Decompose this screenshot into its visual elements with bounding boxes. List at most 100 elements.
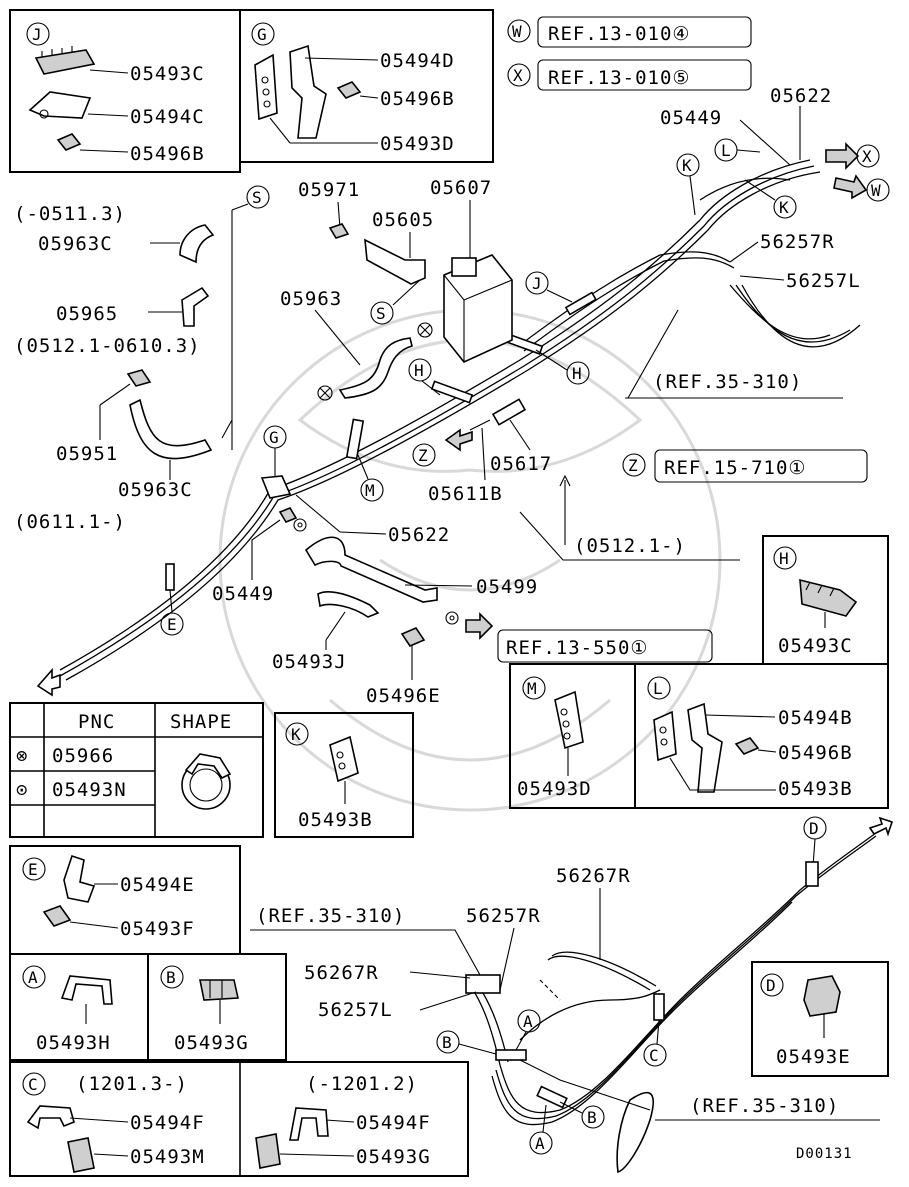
part-number-label: 05493C bbox=[130, 63, 205, 85]
callout-letter: B bbox=[442, 1033, 452, 1052]
detail-box-d: D 05493E bbox=[751, 961, 889, 1077]
part-number-label: 05617 bbox=[490, 453, 552, 475]
date-range-label: (1201.3-) bbox=[76, 1073, 188, 1095]
part-number-label: 56257R bbox=[760, 231, 835, 253]
reference-label: REF.15-710① bbox=[664, 457, 806, 479]
part-number-label: 56257L bbox=[786, 270, 861, 292]
table-cell: SHAPE bbox=[170, 711, 232, 733]
part-number-label: 05499 bbox=[476, 576, 538, 598]
part-number-label: 05494B bbox=[778, 707, 853, 729]
table-cell: 05966 bbox=[52, 745, 114, 767]
fuel-line-lower bbox=[465, 816, 894, 1174]
lower-clamp-markers: D C A B B A bbox=[436, 816, 827, 1155]
detail-box-l: L 05494B 05496B 05493B bbox=[634, 663, 889, 809]
date-range-label: (0512.1-0610.3) bbox=[14, 335, 201, 357]
callout-letter: J bbox=[532, 274, 542, 293]
marker-x-arrow: X bbox=[856, 144, 880, 168]
part-number-label: 05963C bbox=[38, 233, 113, 255]
group-clip-g: G (0611.1-) 05622 05449 bbox=[14, 425, 450, 605]
part-number-label: 05493H bbox=[36, 1032, 111, 1054]
part-number-label: 05971 bbox=[298, 179, 360, 201]
callout-letter: X bbox=[862, 147, 872, 166]
detail-box-k: K 05493B bbox=[274, 712, 414, 838]
part-number-label: 05622 bbox=[770, 85, 832, 107]
part-number-label: 05494D bbox=[380, 50, 455, 72]
part-number-label: 05494E bbox=[120, 874, 195, 896]
part-number-label: 05622 bbox=[388, 524, 450, 546]
part-number-label: H bbox=[779, 549, 789, 568]
part-number-label: K bbox=[291, 725, 301, 744]
hose-assembly-s: S (-0511.3) 05963C 05965 (0512.1-0610.3)… bbox=[14, 185, 270, 501]
canister-05607: 05607 bbox=[417, 177, 513, 363]
box-letter: J bbox=[32, 25, 42, 44]
part-number-label: 05494C bbox=[130, 106, 205, 128]
callout-letter: Z bbox=[418, 446, 428, 465]
marker-w-arrow: W bbox=[866, 178, 890, 202]
callout-letter: M bbox=[365, 481, 375, 500]
detail-box-a: A 05493H bbox=[9, 953, 149, 1061]
part-number-label: 05449 bbox=[212, 583, 274, 605]
part-number-label: D bbox=[766, 976, 776, 995]
part-number-label: 05493F bbox=[120, 918, 195, 940]
clip-e-marker: E bbox=[160, 563, 184, 636]
part-number-label: G bbox=[257, 25, 267, 44]
part-number-label: 05493G bbox=[174, 1032, 249, 1054]
detail-box-m: M 05493D bbox=[509, 663, 636, 809]
callout-letter: S bbox=[376, 304, 386, 323]
part-number-label: 05493G bbox=[356, 1146, 431, 1168]
callout-letter: B bbox=[587, 1108, 597, 1127]
date-range-label: (0512.1-) bbox=[574, 535, 686, 557]
part-number-label: 05493D bbox=[380, 133, 455, 155]
part-number-label: 56267R bbox=[304, 962, 379, 984]
part-number-label: D00131 bbox=[796, 1146, 853, 1162]
ref-z: Z REF.15-710① bbox=[622, 449, 868, 483]
part-number-label: 05496B bbox=[380, 88, 455, 110]
part-number-label: 05493M bbox=[130, 1146, 205, 1168]
table-cell: ⊙ bbox=[16, 779, 28, 801]
table-cell: 05493N bbox=[52, 779, 127, 801]
callout-letter: K bbox=[779, 198, 789, 217]
callout-letter: X bbox=[513, 66, 523, 85]
callout-letter: W bbox=[871, 181, 881, 200]
callout-letter: G bbox=[269, 428, 279, 447]
callout-letter: A bbox=[535, 1134, 545, 1153]
reference-label: (REF.35-310) bbox=[653, 371, 802, 393]
detail-box-g: G 05494D 05496B 05493D bbox=[239, 9, 494, 163]
part-number-label: 05493E bbox=[776, 1046, 851, 1068]
detail-box-h: H 05493C bbox=[762, 535, 889, 665]
part-number-label: 56257R bbox=[466, 905, 541, 927]
detail-box-e: E 05494E 05493F bbox=[9, 845, 241, 955]
lower-labels: 56267R 56257R (REF.35-310) 56267R 56257L… bbox=[250, 865, 880, 1162]
table-cell: ⊗ bbox=[16, 745, 28, 767]
callout-letter: D bbox=[809, 819, 819, 838]
callout-letter: S bbox=[252, 188, 262, 207]
part-number-label: 05493C bbox=[778, 635, 853, 657]
part-number-label: L bbox=[653, 679, 663, 698]
top-right-labels: 05622 05449 L K K 56257R 56257L (REF.35-… bbox=[625, 85, 861, 399]
date-range-label: (-1201.2) bbox=[306, 1073, 418, 1095]
part-number-label: 05607 bbox=[430, 177, 492, 199]
reference-label: REF.13-010⑤ bbox=[548, 67, 690, 89]
part-number-label: 56257L bbox=[318, 999, 393, 1021]
part-number-label: 05493D bbox=[517, 778, 592, 800]
date-range-label: (0611.1-) bbox=[14, 511, 126, 533]
callout-letter: L bbox=[721, 141, 731, 160]
part-number-label: 05496B bbox=[778, 742, 853, 764]
ref-x: X REF.13-010⑤ bbox=[507, 59, 752, 91]
part-number-label: 05493B bbox=[298, 809, 373, 831]
part-number-label: 05496E bbox=[366, 685, 441, 707]
shape-table: PNC SHAPE ⊗ 05966 ⊙ 05493N bbox=[9, 702, 264, 838]
callout-letter: E bbox=[167, 615, 177, 634]
part-number-label: A bbox=[28, 968, 38, 987]
reference-label: (REF.35-310) bbox=[256, 905, 405, 927]
group-05617: Z 05617 05611B (0512.1-) bbox=[412, 398, 740, 561]
reference-label: (REF.35-310) bbox=[690, 1095, 839, 1117]
reference-label: REF.13-010④ bbox=[548, 23, 690, 45]
part-number-label: 05493B bbox=[778, 778, 853, 800]
part-number-label: B bbox=[166, 968, 176, 987]
part-number-label: 05494F bbox=[130, 1112, 205, 1134]
callout-letter: W bbox=[512, 22, 522, 41]
callout-letter: H bbox=[414, 361, 424, 380]
fuel-line-main bbox=[36, 142, 868, 697]
clamp-markers-upper: J H H M bbox=[345, 271, 597, 502]
